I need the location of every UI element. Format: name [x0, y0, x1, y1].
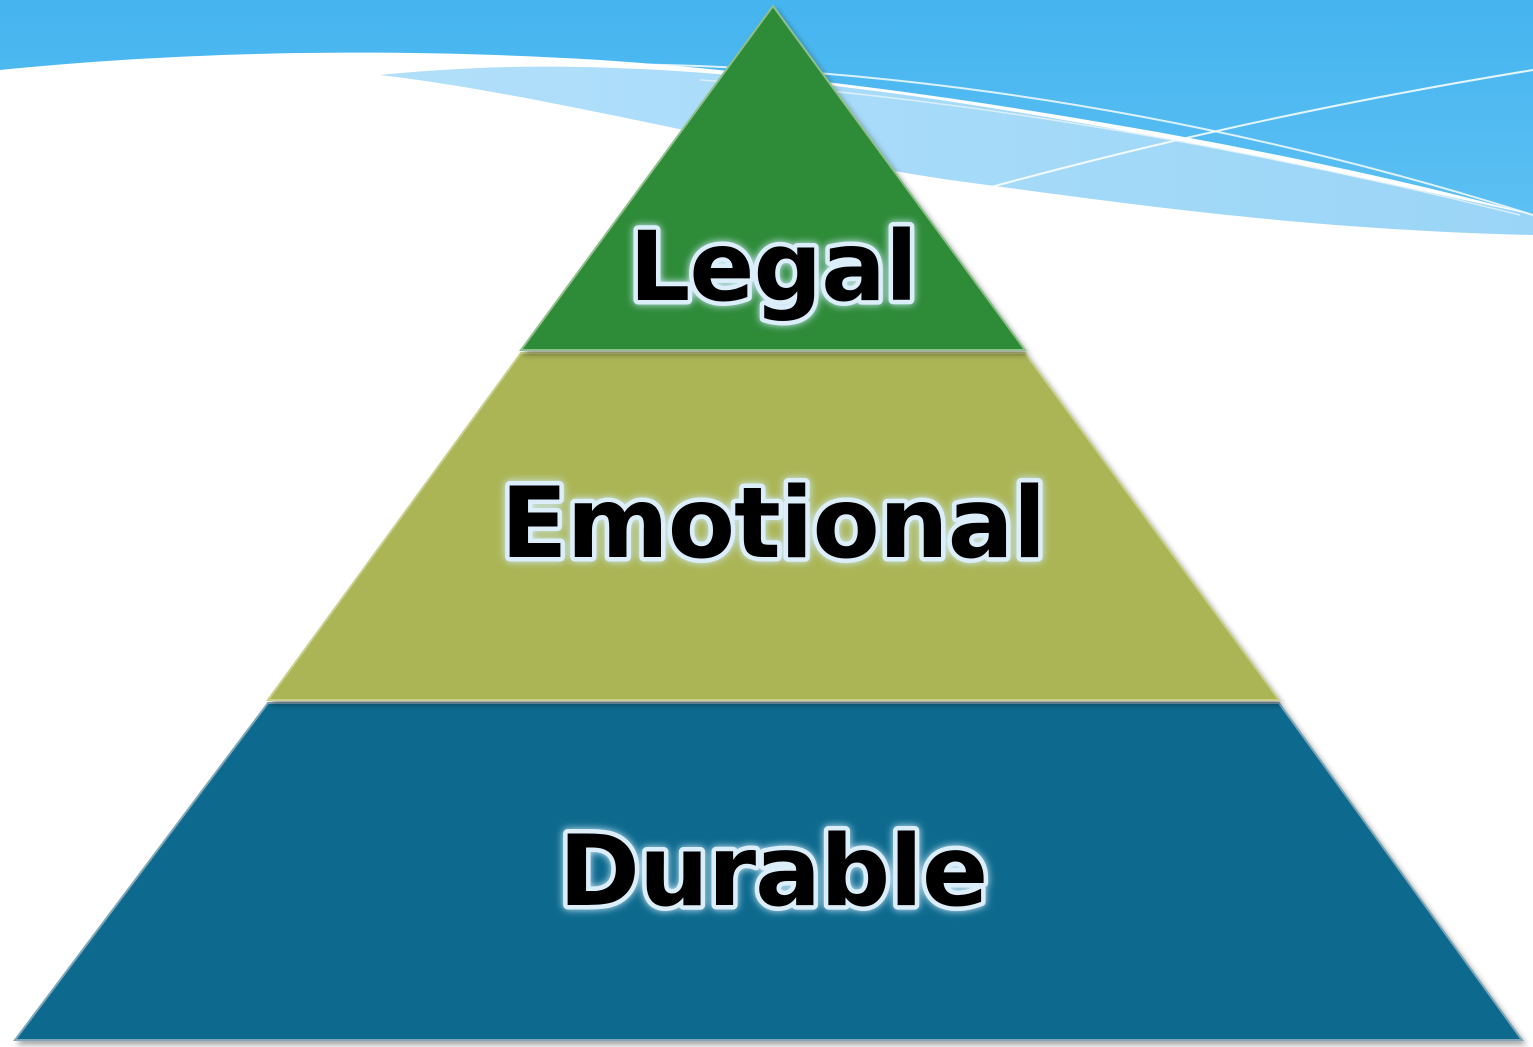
pyramid-tier-durable	[12, 702, 1524, 1041]
pyramid-tier-emotional	[266, 352, 1281, 701]
tier-label-legal: Legal	[629, 211, 917, 323]
wave-line-1	[399, 63, 1533, 216]
pyramid-tier-legal	[519, 4, 1027, 351]
wave-line-2	[979, 69, 1533, 191]
tier-label-durable: Durable	[559, 815, 988, 929]
wave-light	[380, 66, 1533, 236]
wave-dark	[0, 0, 1533, 215]
tier-label-emotional: Emotional	[501, 467, 1046, 581]
